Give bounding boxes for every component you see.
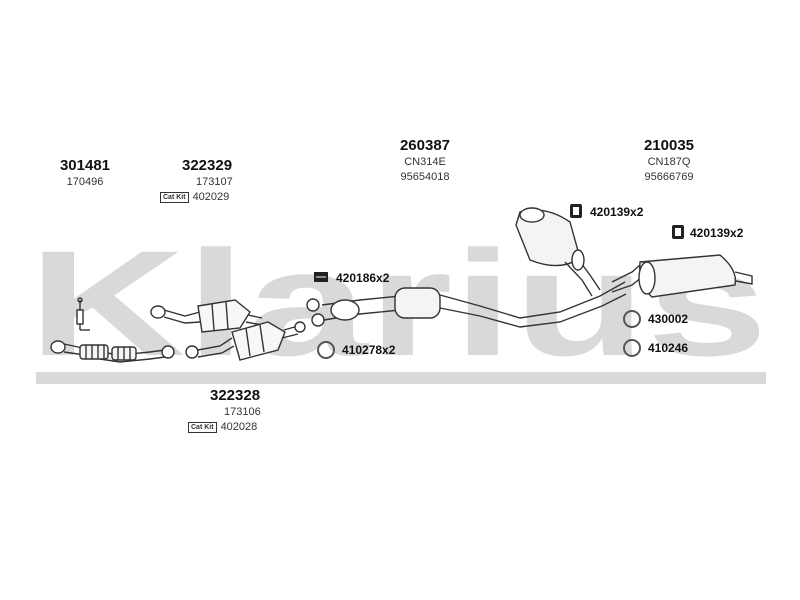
part-number: 260387 [399, 137, 451, 154]
callout-hanger-1: 420139x2 [590, 205, 644, 219]
callout-gasket-rear: 410246 [648, 341, 689, 355]
ref-number: 173107 [196, 176, 233, 188]
centre-silencer-260387-icon [321, 281, 627, 328]
callout-clamp: 430002 [648, 312, 689, 326]
part-number: 322329 [182, 157, 233, 174]
bolt-kit-icon [314, 272, 328, 282]
callout-gasket-front: 410278x2 [342, 343, 396, 357]
catkit-number: 402028 [220, 421, 258, 433]
catalytic-converter-322329-icon [150, 299, 263, 333]
callout-hanger-2: 420139x2 [690, 226, 744, 240]
part-number: 210035 [643, 137, 695, 154]
group-301481: 301481 170496 [57, 158, 113, 188]
group-210035: 210035 CN187Q 95666769 [634, 138, 704, 183]
clamp-ring-icon [623, 310, 641, 328]
gasket-ring-icon [317, 341, 335, 359]
part-number: 322328 [210, 387, 261, 404]
flange-icon [294, 298, 325, 333]
group-322329: 322329 173107 Cat Kit 402029 [160, 158, 270, 203]
catalytic-converter-322328-icon [185, 321, 299, 361]
callout-bolt-kit: 420186x2 [336, 271, 390, 285]
catkit-badge: Cat Kit [160, 192, 189, 203]
group-322328: 322328 173106 Cat Kit 402028 [188, 388, 298, 433]
front-pipe-301481-icon [50, 340, 175, 363]
ref-number: 170496 [66, 176, 104, 188]
catkit-number: 402029 [192, 191, 230, 203]
catkit-row: Cat Kit 402028 [188, 422, 298, 433]
ref-number: 173106 [224, 406, 261, 418]
gasket-ring-icon [623, 339, 641, 357]
watermark-underline [36, 372, 766, 384]
oem-number: 95666769 [644, 171, 694, 183]
lambda-sensor-icon [76, 297, 90, 331]
rear-silencer-upper-icon [515, 207, 601, 297]
group-260387: 260387 CN314E 95654018 [390, 138, 460, 183]
ref-number: CN314E [404, 156, 446, 168]
catkit-row: Cat Kit 402029 [160, 192, 270, 203]
rear-silencer-210035-icon [611, 254, 753, 298]
part-number: 301481 [59, 157, 111, 174]
ref-number: CN187Q [647, 156, 691, 168]
catkit-badge: Cat Kit [188, 422, 217, 433]
rubber-hanger-icon [570, 204, 582, 218]
rubber-hanger-icon [672, 225, 684, 239]
oem-number: 95654018 [400, 171, 450, 183]
